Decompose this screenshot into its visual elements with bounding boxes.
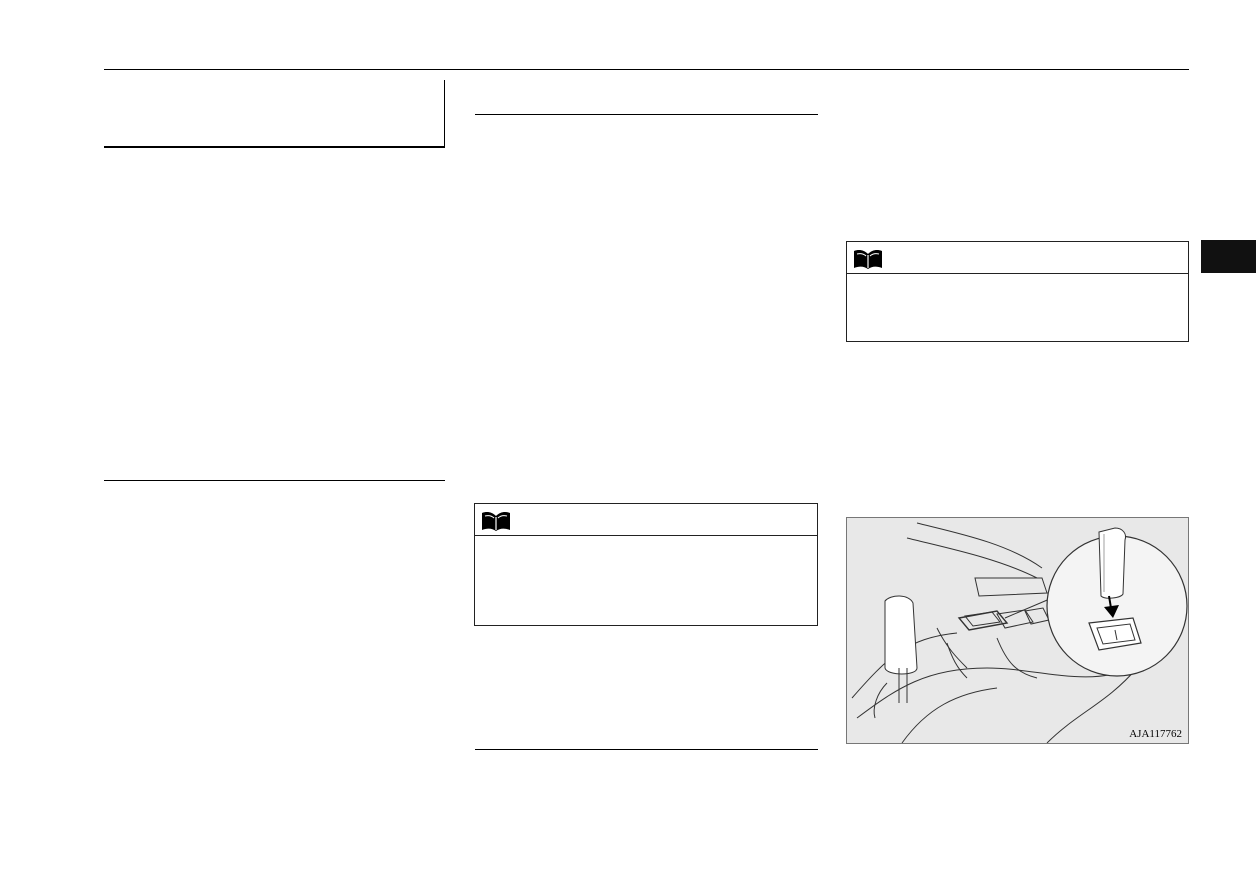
figure-code: AJA117762 <box>1129 728 1182 740</box>
magnified-inset-icon <box>1046 527 1188 677</box>
note-box-middle <box>474 503 818 626</box>
left-subsection-rule <box>104 480 445 481</box>
left-heading-bottom-rule <box>104 146 445 148</box>
console-illustration: AJA117762 <box>846 517 1189 744</box>
open-book-icon <box>854 250 882 269</box>
header-rule <box>104 69 1189 70</box>
section-tab <box>1201 240 1256 273</box>
arrow-down-icon <box>1104 595 1119 618</box>
note-header <box>847 242 1188 274</box>
note-box-right <box>846 241 1189 342</box>
middle-bottom-rule <box>475 749 818 750</box>
left-heading-vertical-rule <box>444 80 445 147</box>
middle-top-rule <box>475 114 818 115</box>
shift-lever-illustration <box>873 595 918 719</box>
open-book-icon <box>482 512 510 531</box>
note-header <box>475 504 817 536</box>
center-console-drawing <box>851 522 1188 744</box>
